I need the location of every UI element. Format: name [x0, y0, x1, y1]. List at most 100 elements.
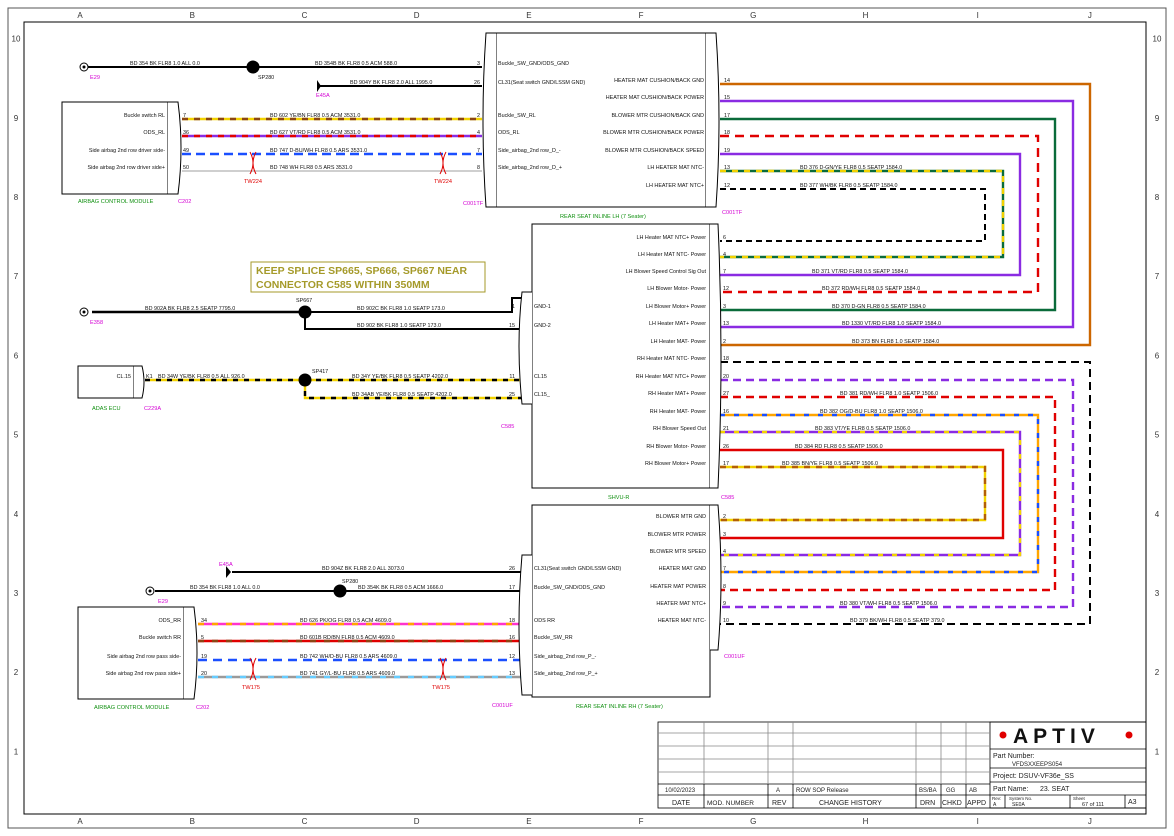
wire-labels: BD 354 BK FLR8 1.0 ALL 0.0 BD 354B BK FL… [130, 61, 944, 677]
wire-label: BD 380 VT/WH FLR8 0.5 SEATP 1506.0 [840, 601, 937, 607]
pin-label: CL31(Seat switch GND/LSSM GND) [534, 566, 621, 572]
grid-row-left: 6 [14, 351, 19, 360]
grid-col-top: D [414, 11, 420, 20]
pin-number: 26 [723, 444, 729, 450]
pin-number: 49 [183, 148, 189, 154]
grid-col-top: A [77, 11, 83, 20]
pin-number: 26 [474, 80, 480, 86]
pin-label: BLOWER MTR POWER [648, 532, 707, 538]
ground-icon [145, 586, 155, 596]
ground-icon [317, 80, 323, 92]
connector-label: C585 [721, 495, 734, 501]
pin-label: LH HEATER MAT NTC- [647, 165, 704, 171]
pin-number: 8 [477, 165, 480, 171]
pin-label: Side_airbag_2nd row_D_- [498, 148, 561, 154]
wire-383 [720, 430, 1022, 557]
wire-label: BD 741 GY/L-BU FLR8 0.5 ARS 4609.0 [300, 671, 395, 677]
wire-373 [720, 82, 1092, 347]
sheet-value: 67 of 111 [1082, 802, 1104, 808]
splice-label: SP280 [258, 75, 274, 81]
pin-label: Buckle_SW_RL [498, 113, 536, 119]
grid-row-left: 1 [14, 747, 19, 756]
ground-icon [79, 62, 94, 72]
pin-label: Side_airbag_2nd row_D_+ [498, 165, 562, 171]
grid-row-right: 10 [1153, 35, 1162, 44]
history-chkd: GG [946, 788, 956, 794]
pin-number: 18 [509, 618, 515, 624]
grid-row-left: 9 [14, 114, 19, 123]
grid-row-right: 5 [1155, 431, 1160, 440]
pin-number: 27 [723, 391, 729, 397]
wire-381 [720, 395, 1057, 592]
pin-label: RH Blower Speed Out [653, 426, 707, 432]
connector-label: C229A [144, 406, 161, 412]
wire-label: BD 34Y YE/BK FLR8 0.5 SEATP 4202.0 [352, 374, 448, 380]
wire-902c [305, 297, 522, 313]
wire-377 [720, 188, 986, 242]
airbag-control-module-top [61, 101, 182, 195]
pin-number: 9 [723, 601, 726, 607]
grid-row-right: 6 [1155, 351, 1160, 360]
grid-col-bottom: D [414, 817, 420, 826]
part-name-label: Part Name: [993, 786, 1028, 793]
pin-label: RH Heater MAT NTC- Power [637, 356, 706, 362]
pin-number: 2 [723, 514, 726, 520]
grid-col-bottom: I [977, 817, 979, 826]
pin-label: BLOWER MTR CUSHION/BACK SPEED [605, 148, 704, 154]
splice-sp280-top [246, 60, 260, 74]
wire-label: BD 376 D-GN/YE FLR8 0.5 SEATP 1584.0 [800, 165, 902, 171]
sheet-size: A3 [1128, 799, 1137, 806]
pin-number: 25 [509, 392, 515, 398]
component-name: REAR SEAT INLINE LH (7 Seater) [560, 214, 646, 220]
pin-number: 34 [201, 618, 207, 624]
pin-number: 8 [723, 584, 726, 590]
wire-label: BD 902A BK FLR8 2.5 SEATP 7795.0 [145, 306, 235, 312]
shvu-r-module [518, 223, 722, 489]
pin-label: BLOWER MTR CUSHION/BACK POWER [603, 130, 704, 136]
wire-label: BD 904Y BK FLR8 2.0 ALL 1995.0 [350, 80, 432, 86]
pin-number: 14 [724, 78, 730, 84]
grid-col-bottom: E [526, 817, 531, 826]
ground-icon [79, 307, 89, 317]
pin-number: 4 [477, 130, 480, 136]
wire-label: BD 747 D-BU/WH FLR8 0.5 ARS 3531.0 [270, 148, 367, 154]
pin-number: 12 [509, 654, 515, 660]
pin-number: 13 [724, 165, 730, 171]
wire-label: BD 382 OG/D-BU FLR8 1.0 SEATP 1506.0 [820, 409, 923, 415]
pin-number: 36 [183, 130, 189, 136]
ground-label: E45A [219, 562, 233, 568]
pin-number: 15 [724, 95, 730, 101]
pin-number: 10 [723, 618, 729, 624]
wire-1330 [720, 99, 1075, 329]
ground-label: E45A [316, 93, 330, 99]
grid-row-right: 1 [1155, 747, 1160, 756]
pin-number: 15 [509, 323, 515, 329]
wire-384 [720, 448, 1005, 540]
wire-label: BD 354 BK FLR8 1.0 ALL 0.0 [130, 61, 200, 67]
pin-label: CL31(Seat switch GND/LSSM GND) [498, 80, 585, 86]
pin-label: Side_airbag_2nd row_P_+ [534, 671, 598, 677]
system-value: SE0A [1012, 802, 1025, 808]
component-name: REAR SEAT INLINE RH (7 Seater) [576, 704, 663, 710]
wire-label: BD 373 BN FLR8 1.0 SEATP 1584.0 [852, 339, 939, 345]
wire-label: BD 902 BK FLR8 1.0 SEATP 173.0 [357, 323, 441, 329]
pin-number: 3 [723, 532, 726, 538]
pin-label: CL.15 [117, 374, 131, 380]
pin-label: BLOWER MTR GND [656, 514, 706, 520]
component-name: AIRBAG CONTROL MODULE [94, 705, 170, 711]
history-date: 10/02/2023 [665, 788, 696, 794]
wire-380 [720, 378, 1075, 609]
sheet-label: Sheet [1073, 796, 1086, 801]
pin-label: GND-2 [534, 323, 551, 329]
header-rev: REV [772, 800, 787, 807]
pin-label: ODS_RL [498, 130, 520, 136]
pin-label: GND-1 [534, 304, 551, 310]
pin-number: 11 [509, 374, 515, 380]
twist-label: TW224 [244, 179, 262, 185]
pin-label: LH Heater MAT NTC+ Power [637, 235, 707, 241]
pin-label: HEATER MAT GND [659, 566, 706, 572]
